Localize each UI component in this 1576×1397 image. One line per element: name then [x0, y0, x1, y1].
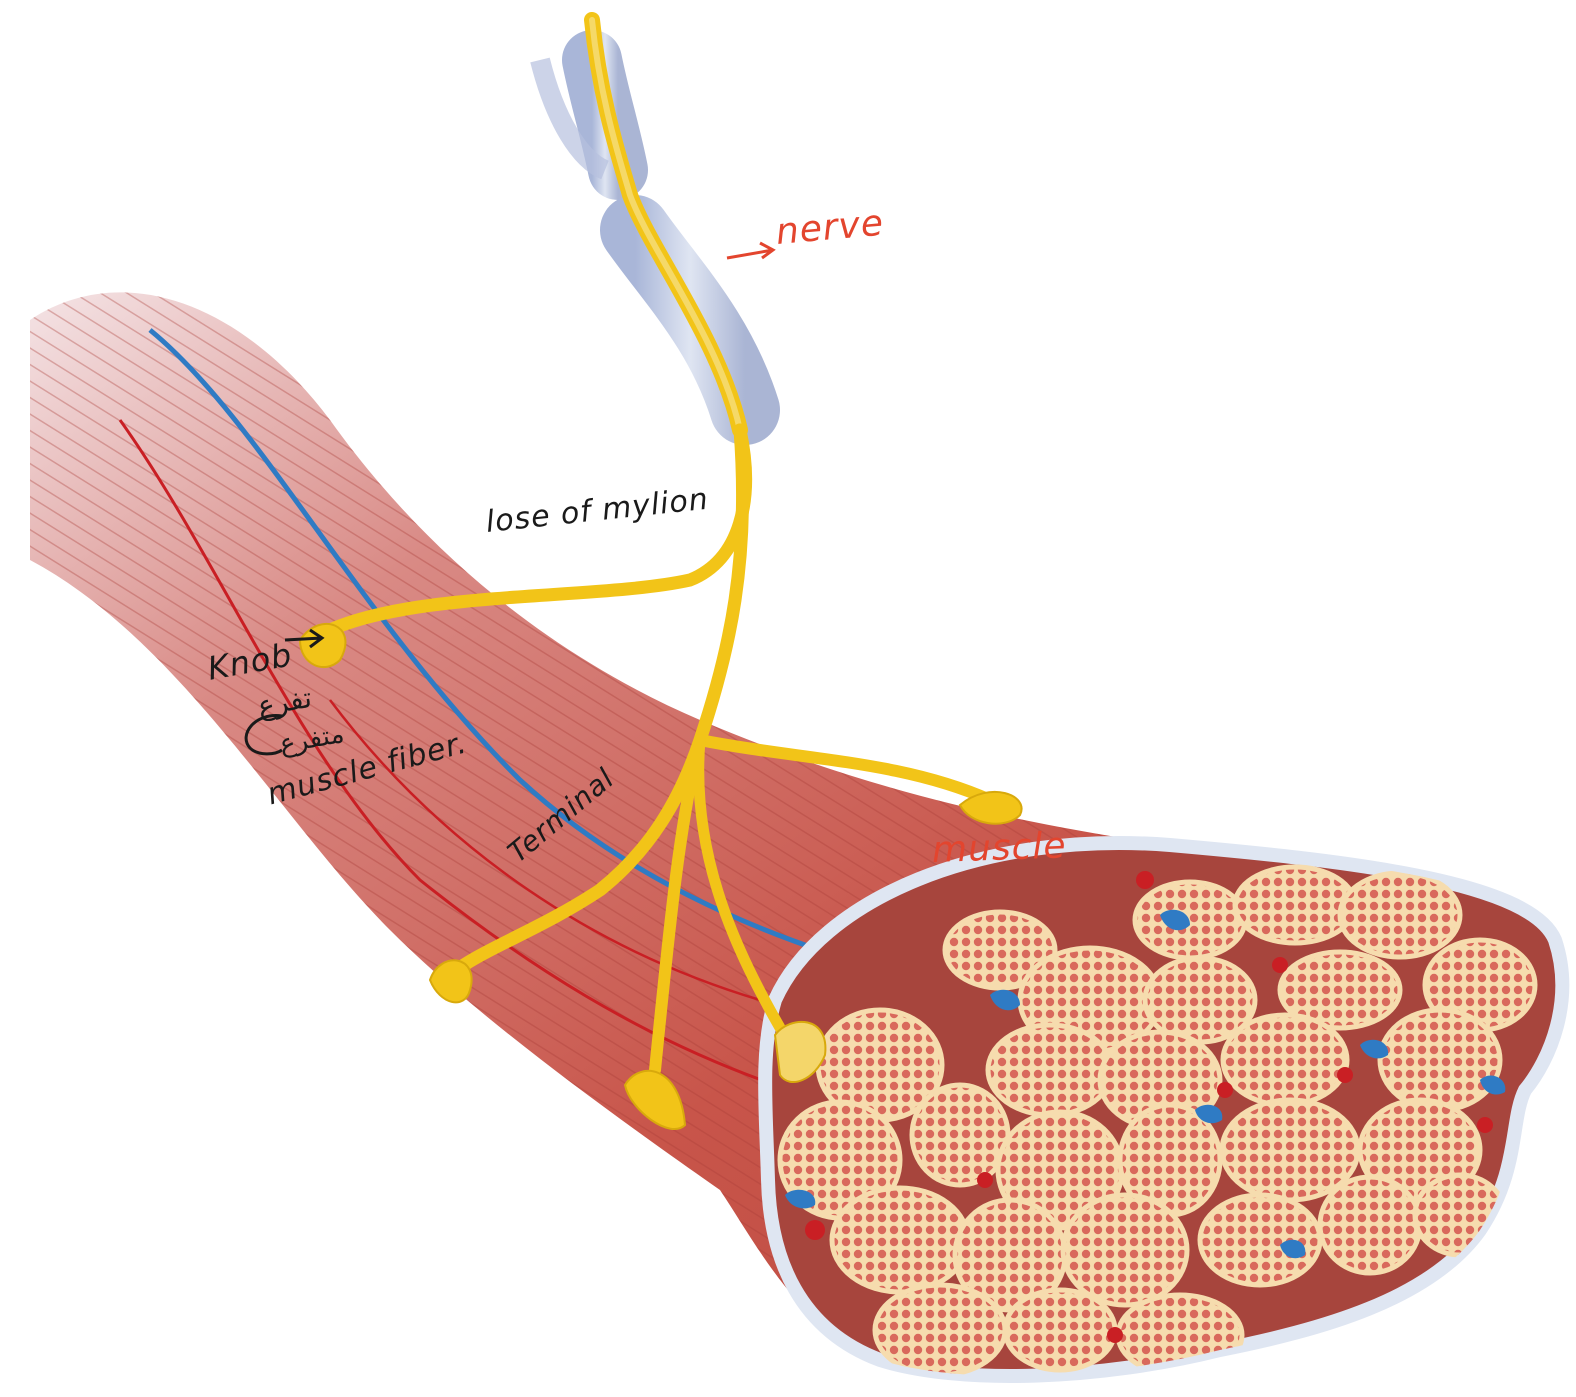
- muscle-label: muscle: [931, 825, 1067, 871]
- nerve: [540, 20, 745, 430]
- muscle-cross-section: [765, 843, 1562, 1376]
- nerve-arrow-icon: [727, 243, 773, 258]
